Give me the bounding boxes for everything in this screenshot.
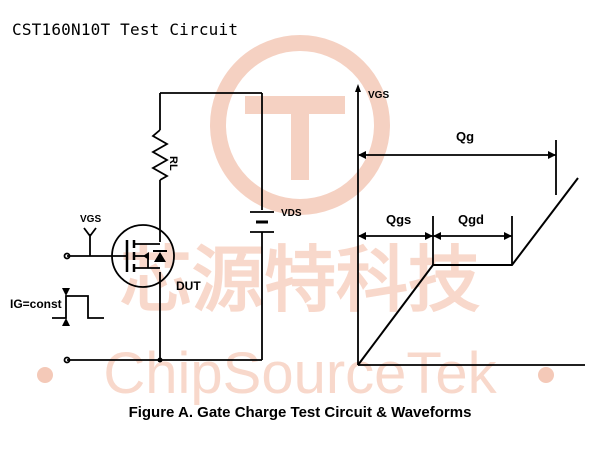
- vgs-label: VGS: [80, 214, 101, 225]
- vds-label: VDS: [281, 208, 302, 219]
- page-title: CST160N10T Test Circuit: [12, 20, 239, 39]
- source-junction: [157, 357, 163, 363]
- watermark-left-dot: [37, 367, 53, 383]
- vgs-curve: [357, 177, 579, 366]
- watermark-latin-text: ChipSourceTek: [103, 341, 497, 406]
- qg-arrow-right-icon: [548, 151, 556, 159]
- qgd-arrow-right-icon: [504, 232, 512, 240]
- gate-terminal: [63, 252, 71, 260]
- qg-label: Qg: [456, 129, 474, 144]
- waveform-vgs-label: VGS: [368, 90, 389, 101]
- dut-label: DUT: [176, 279, 201, 293]
- ig-pulse-waveform: [52, 295, 104, 319]
- ig-arrow-bottom-icon: [62, 318, 70, 326]
- rl-label: RL: [167, 156, 179, 171]
- ground-terminal: [63, 356, 71, 364]
- figure-caption: Figure A. Gate Charge Test Circuit & Wav…: [128, 404, 472, 421]
- qgs-label: Qgs: [386, 212, 411, 227]
- ig-arrow-top-icon: [62, 288, 70, 296]
- body-diode-icon: [154, 252, 166, 262]
- qgd-arrow-left-icon: [433, 232, 441, 240]
- qgd-label: Qgd: [458, 212, 484, 227]
- ig-label: IG=const: [10, 297, 62, 311]
- body-diode-bar: [153, 250, 167, 252]
- qgs-arrow-left-icon: [358, 232, 366, 240]
- vgs-probe-left: [83, 227, 91, 237]
- resistor-rl: [151, 129, 169, 181]
- y-axis-arrow-icon: [355, 84, 361, 92]
- mosfet-arrow-icon: [143, 252, 149, 260]
- watermark-right-dot: [538, 367, 554, 383]
- qg-arrow-left-icon: [358, 151, 366, 159]
- qgs-arrow-right-icon: [425, 232, 433, 240]
- vgs-probe-right: [89, 227, 97, 237]
